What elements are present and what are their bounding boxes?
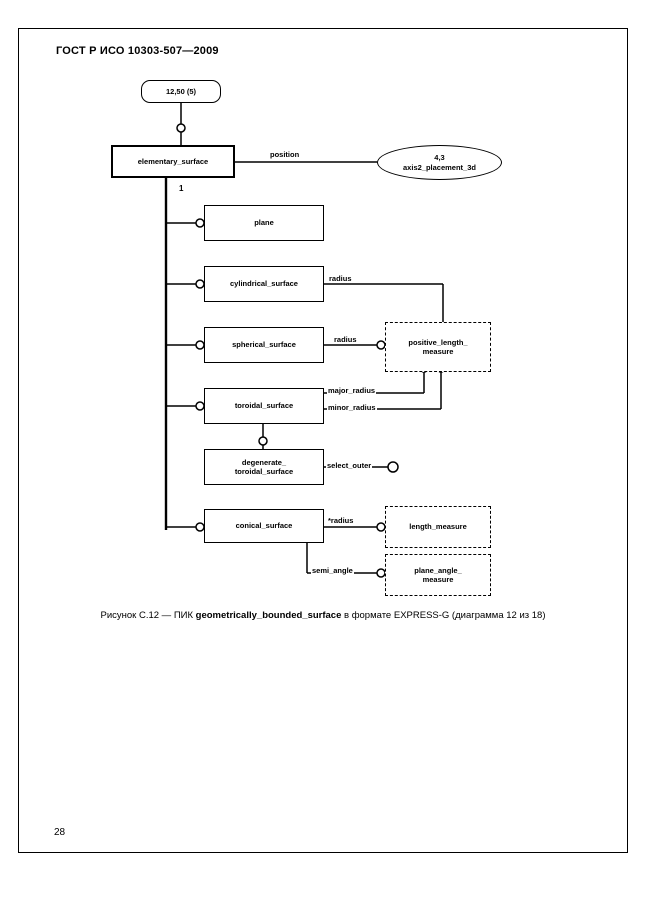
node-length-measure: length_measure xyxy=(385,506,491,548)
edge-label-radius-conical: *radius xyxy=(327,516,355,525)
node-reference-number: 4,3 xyxy=(434,152,445,162)
node-conical-surface: conical_surface xyxy=(204,509,324,543)
page-frame xyxy=(18,28,628,853)
node-spherical-surface: spherical_surface xyxy=(204,327,324,363)
edge-label-major-radius: major_radius xyxy=(327,386,377,395)
edge-label-select-outer: select_outer xyxy=(326,461,373,470)
caption-prefix: Рисунок С.12 — ПИК xyxy=(100,610,196,621)
node-elementary-surface: elementary_surface xyxy=(111,145,235,178)
node-label: degenerate_ toroidal_surface xyxy=(234,457,294,476)
node-axis2-placement-3d: 4,3 axis2_placement_3d xyxy=(377,145,502,180)
node-label: length_measure xyxy=(409,522,467,532)
caption-entity-name: geometrically_bounded_surface xyxy=(195,610,342,621)
node-plane: plane xyxy=(204,205,324,241)
page-number: 28 xyxy=(54,827,66,838)
node-degenerate-toroidal-surface: degenerate_ toroidal_surface xyxy=(204,449,324,485)
node-label: spherical_surface xyxy=(232,340,296,350)
edge-label-radius-cylindrical: radius xyxy=(328,274,353,283)
node-label: conical_surface xyxy=(235,521,293,531)
document-header: ГОСТ Р ИСО 10303-507—2009 xyxy=(56,45,219,57)
node-plane-angle-measure: plane_angle_ measure xyxy=(385,554,491,596)
edge-label-minor-radius: minor_radius xyxy=(327,403,377,412)
node-page-reference: 12,50 (5) xyxy=(141,80,221,103)
node-label: cylindrical_surface xyxy=(230,279,298,289)
node-cylindrical-surface: cylindrical_surface xyxy=(204,266,324,302)
multiplicity-label: 1 xyxy=(179,184,184,193)
node-toroidal-surface: toroidal_surface xyxy=(204,388,324,424)
caption-suffix: в формате EXPRESS-G (диаграмма 12 из 18) xyxy=(341,610,546,621)
edge-label-semi-angle: semi_angle xyxy=(311,566,354,575)
page-reference-label: 12,50 (5) xyxy=(165,86,197,96)
node-label: plane_angle_ measure xyxy=(414,565,462,584)
node-label: toroidal_surface xyxy=(234,401,294,411)
node-label: axis2_placement_3d xyxy=(403,163,476,172)
figure-caption: Рисунок С.12 — ПИК geometrically_bounded… xyxy=(0,610,646,621)
edge-label-position: position xyxy=(269,150,301,159)
node-positive-length-measure: positive_length_ measure xyxy=(385,322,491,372)
node-label: elementary_surface xyxy=(137,156,209,166)
node-label: positive_length_ measure xyxy=(408,337,468,356)
node-label: plane xyxy=(254,218,274,228)
edge-label-radius-spherical: radius xyxy=(333,335,358,344)
